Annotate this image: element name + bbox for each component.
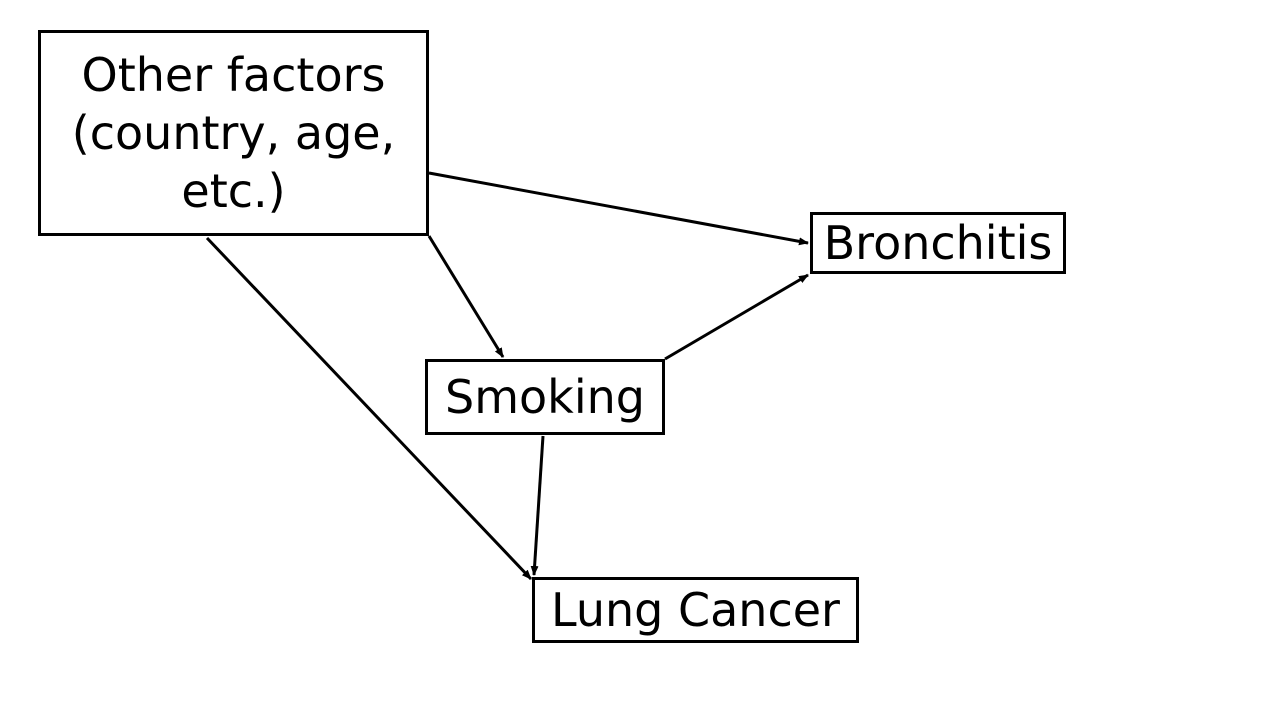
edges-group	[205, 171, 809, 581]
node-other-factors: Other factors (country, age, etc.)	[38, 30, 429, 236]
edge-other-to-bronchitis	[428, 171, 809, 246]
edge-smoking-to-lung	[530, 435, 545, 576]
node-smoking: Smoking	[425, 359, 665, 435]
node-lung-cancer: Lung Cancer	[532, 577, 859, 643]
edge-smoking-to-bronchitis	[664, 273, 809, 361]
node-bronchitis: Bronchitis	[810, 212, 1066, 274]
edge-other-to-smoking	[427, 235, 505, 358]
edge-other-to-lung	[205, 236, 533, 581]
